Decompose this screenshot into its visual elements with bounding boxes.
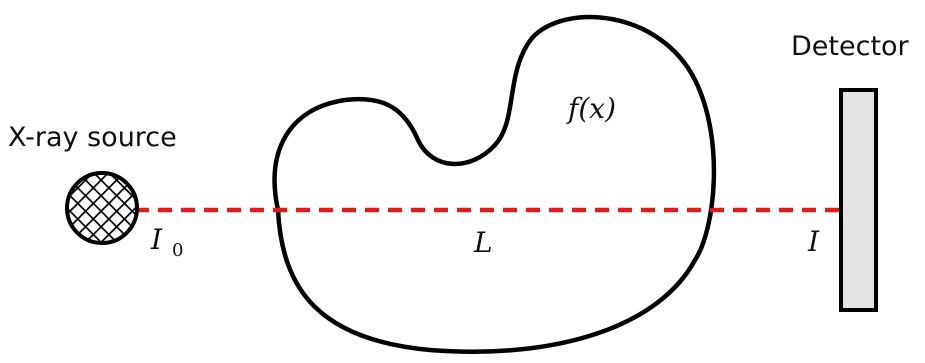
function-label: f(x) [566,92,616,125]
initial-intensity-symbol: I [150,223,163,256]
source-label: X-ray source [8,122,177,153]
xray-source-icon [65,171,139,245]
initial-intensity-subscript: 0 [172,240,183,261]
final-intensity-label: I [807,225,820,258]
detector-plate [839,88,878,312]
detector-label: Detector [791,31,910,62]
path-length-label: L [473,226,493,259]
object-body [272,14,717,354]
initial-intensity-label: I 0 [150,223,183,261]
